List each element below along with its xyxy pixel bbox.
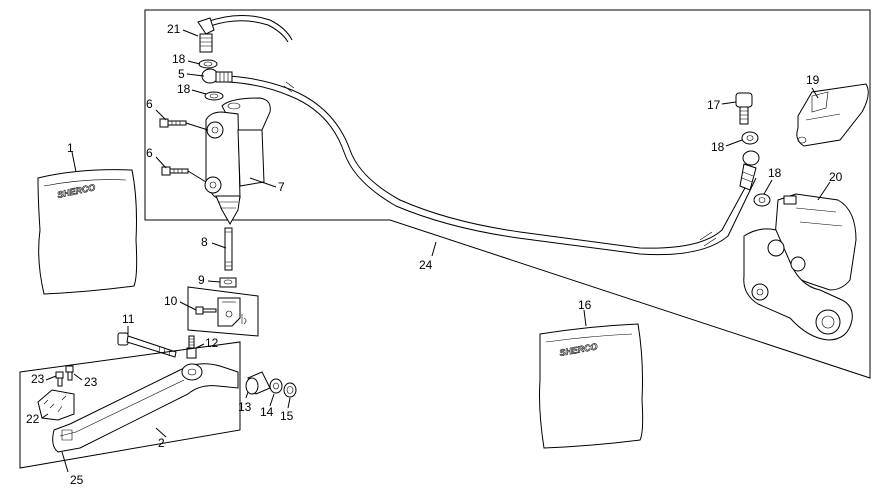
callout-6-b: 6 — [146, 146, 153, 160]
washer-18-right-top — [741, 131, 759, 145]
washer-18-mid — [204, 91, 224, 101]
callout-14: 14 — [260, 405, 274, 419]
callout-13: 13 — [238, 400, 252, 414]
bushing-13 — [245, 371, 271, 395]
bolt-17 — [735, 92, 753, 125]
screw-23-left — [55, 371, 64, 387]
callout-18-b: 18 — [177, 82, 191, 96]
callout-18-c: 18 — [711, 140, 725, 154]
callout-10: 10 — [164, 294, 178, 308]
screw-6-lower — [161, 166, 189, 176]
callout-labels: 21 18 5 18 6 6 7 8 9 10 11 12 13 14 15 2… — [26, 22, 843, 487]
callout-17: 17 — [707, 98, 721, 112]
brake-hose — [227, 75, 757, 256]
callout-5: 5 — [178, 67, 185, 81]
footpeg-22 — [37, 389, 75, 421]
callout-1: 1 — [67, 141, 74, 155]
parts-bag-16: SHERCO — [539, 323, 644, 449]
callout-6-a: 6 — [146, 97, 153, 111]
banjo-fitting-caliper — [739, 150, 760, 191]
callout-23-b: 23 — [84, 375, 98, 389]
nut-9 — [219, 277, 237, 288]
callout-24: 24 — [419, 258, 433, 272]
callout-9: 9 — [198, 273, 205, 287]
washer-18-right-low — [753, 193, 771, 207]
screw-23-right — [65, 365, 74, 381]
callout-7: 7 — [278, 180, 285, 194]
callout-15: 15 — [280, 409, 294, 423]
leader-lines — [41, 29, 831, 473]
banjo-bolt-21 — [197, 17, 215, 53]
push-rod-8 — [224, 227, 233, 271]
master-cylinder-7 — [204, 97, 271, 226]
callout-20: 20 — [829, 170, 843, 184]
callout-19: 19 — [806, 73, 820, 87]
circlip-15 — [283, 382, 297, 398]
bolt-12 — [186, 335, 197, 359]
washer-14 — [269, 378, 283, 394]
brake-pedal-2 — [52, 363, 239, 453]
callout-18-a: 18 — [172, 52, 186, 66]
banjo-fitting-5 — [201, 68, 233, 84]
bolt-11 — [117, 332, 177, 358]
clevis-10 — [195, 297, 247, 327]
clevis-group-frame — [187, 286, 259, 337]
callout-25: 25 — [70, 473, 84, 487]
washer-18-top — [198, 59, 218, 69]
pedal-group-frame — [19, 341, 241, 469]
callout-21: 21 — [167, 22, 181, 36]
callout-2: 2 — [158, 436, 165, 450]
callout-8: 8 — [201, 235, 208, 249]
screw-6-upper — [159, 118, 187, 128]
group-frame — [144, 9, 871, 379]
callout-12: 12 — [205, 336, 219, 350]
callout-23-a: 23 — [31, 372, 45, 386]
callout-22: 22 — [26, 412, 40, 426]
brake-caliper-20 — [743, 193, 857, 341]
brake-pads-19 — [796, 83, 869, 147]
top-hose — [205, 14, 293, 41]
callout-11: 11 — [122, 312, 135, 326]
callout-16: 16 — [578, 298, 592, 312]
parts-bag-1: SHERCO — [37, 169, 138, 295]
callout-18-d: 18 — [768, 166, 782, 180]
